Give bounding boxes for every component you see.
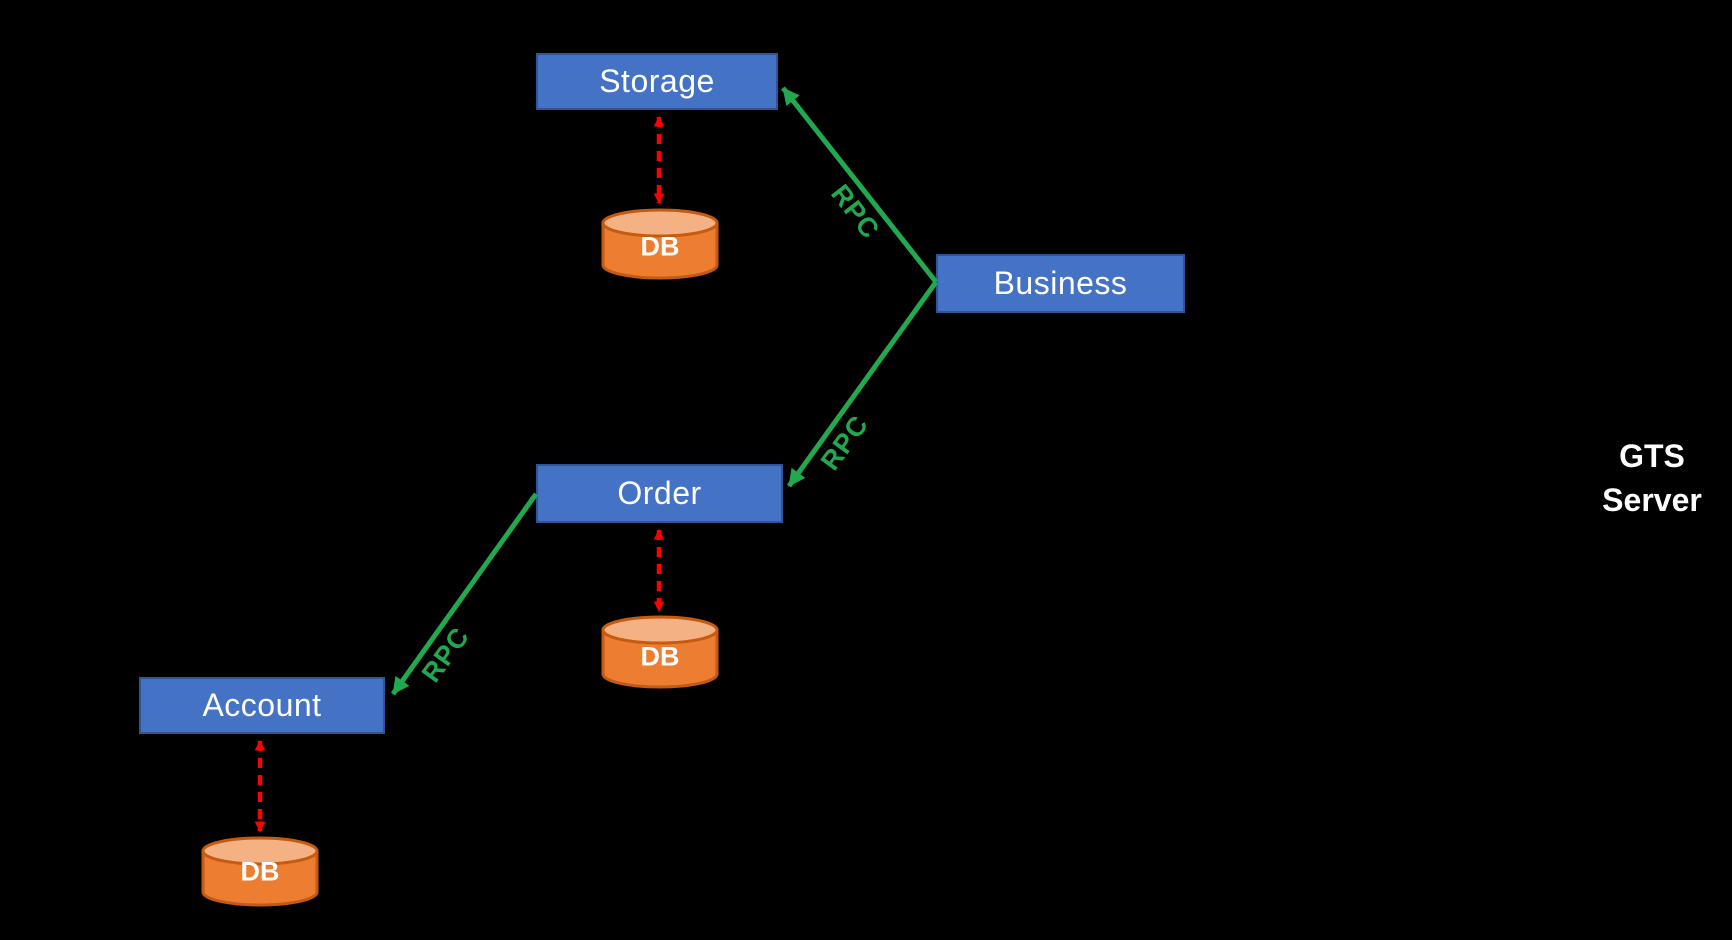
- db-cylinder-order-top: [601, 615, 719, 645]
- db-label-account: DB: [240, 856, 280, 887]
- node-order-label: Order: [617, 475, 702, 511]
- gts-server-line2: Server: [1602, 482, 1702, 518]
- node-storage: Storage: [536, 53, 778, 110]
- gts-server-label: GTS Server: [1602, 434, 1702, 522]
- rpc-label-business-storage: RPC: [825, 178, 886, 245]
- node-account-label: Account: [202, 687, 322, 723]
- rpc-arrow-business-to-order: [786, 280, 939, 488]
- db-label-storage: DB: [640, 231, 680, 262]
- db-label-order: DB: [640, 641, 680, 672]
- rpc-label-business-order: RPC: [814, 409, 875, 476]
- rpc-label-order-account: RPC: [415, 621, 476, 688]
- gts-server-line1: GTS: [1619, 438, 1685, 474]
- rpc-arrow-business-to-storage: [781, 86, 938, 284]
- node-business: Business: [936, 254, 1185, 313]
- node-storage-label: Storage: [599, 63, 715, 99]
- node-account: Account: [139, 677, 385, 734]
- rpc-arrow-order-to-account: [390, 492, 539, 696]
- node-business-label: Business: [993, 265, 1128, 301]
- node-order: Order: [536, 464, 783, 523]
